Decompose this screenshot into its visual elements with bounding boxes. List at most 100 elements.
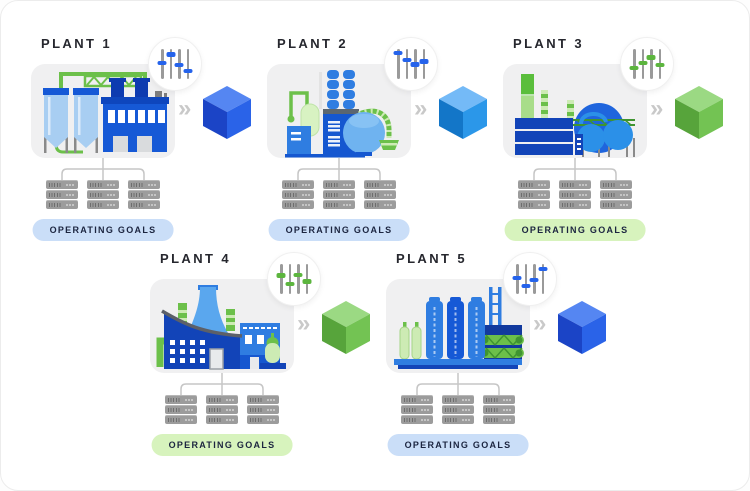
slider-handle [174, 62, 184, 68]
slider-handle [512, 275, 522, 280]
plant-3-title: PLANT 3 [513, 36, 584, 51]
operating-goals-badge: OPERATING GOALS [32, 219, 174, 241]
server-unit [401, 405, 433, 414]
slider-track [638, 49, 648, 79]
operating-sliders-icon [267, 252, 321, 306]
connector-lines [416, 373, 500, 395]
factory-illustration-plant-4 [156, 285, 286, 370]
server-unit [87, 200, 119, 209]
slider-track [629, 49, 639, 79]
server-unit [165, 405, 197, 414]
server-unit [401, 395, 433, 404]
slider-track [410, 49, 420, 79]
plant-group-5: PLANT 5 [386, 251, 610, 456]
server-unit [323, 180, 355, 189]
server-racks [267, 180, 411, 209]
output-cube [558, 301, 606, 354]
slider-handle [302, 279, 312, 284]
server-unit [206, 415, 238, 424]
server-unit [442, 415, 474, 424]
server-unit [165, 395, 197, 404]
server-rack [600, 180, 632, 209]
slider-track [402, 49, 412, 79]
slider-handle [410, 62, 420, 67]
server-rack [559, 180, 591, 209]
server-rack [364, 180, 396, 209]
output-cube [439, 86, 487, 139]
server-unit [518, 180, 550, 189]
server-unit [323, 190, 355, 199]
plant-3-card [503, 64, 647, 158]
slider-track [419, 49, 429, 79]
slider-track [393, 49, 403, 79]
slider-track [183, 49, 193, 79]
server-unit [128, 180, 160, 189]
server-rack [46, 180, 78, 209]
factory-illustration-plant-3 [515, 74, 635, 157]
operating-goals-badge: OPERATING GOALS [151, 434, 293, 456]
slider-track [174, 49, 184, 79]
plant-group-2: PLANT 2 [267, 36, 491, 241]
operating-goals-badge: OPERATING GOALS [387, 434, 529, 456]
slider-handle [402, 57, 412, 62]
server-unit [600, 200, 632, 209]
server-unit [206, 405, 238, 414]
server-unit [247, 415, 279, 424]
server-rack [442, 395, 474, 424]
slider-track [646, 49, 656, 79]
operating-goals-badge: OPERATING GOALS [504, 219, 646, 241]
slider-handle [538, 266, 548, 272]
server-rack [282, 180, 314, 209]
server-unit [600, 180, 632, 189]
factory-illustration-plant-1 [43, 72, 169, 154]
server-racks [150, 395, 294, 424]
connector-lines [533, 158, 617, 180]
server-rack [165, 395, 197, 424]
output-cube [203, 86, 251, 139]
slider-track [655, 49, 665, 79]
slider-handle [276, 273, 286, 278]
server-unit [165, 415, 197, 424]
server-unit [483, 405, 515, 414]
server-unit [247, 395, 279, 404]
slider-handle [183, 68, 193, 74]
server-unit [559, 200, 591, 209]
chevron-right-icon: » [533, 310, 547, 337]
operating-sliders-icon [620, 37, 674, 91]
server-unit [282, 180, 314, 189]
server-unit [483, 395, 515, 404]
slider-track [276, 264, 286, 294]
connector-lines [297, 158, 381, 180]
chevron-right-icon: » [178, 95, 192, 122]
server-unit [128, 190, 160, 199]
slider-track [285, 264, 295, 294]
slider-track [512, 264, 522, 294]
factory-illustration-plant-5 [394, 287, 524, 369]
server-racks [31, 180, 175, 209]
server-unit [364, 190, 396, 199]
server-rack [483, 395, 515, 424]
server-racks [386, 395, 530, 424]
server-unit [323, 200, 355, 209]
plant-4-title: PLANT 4 [160, 251, 231, 266]
plant-2-card [267, 64, 411, 158]
server-unit [46, 180, 78, 189]
connector-lines [61, 158, 145, 180]
server-unit [282, 190, 314, 199]
plant-group-4: PLANT 4 [150, 251, 374, 456]
server-unit [206, 395, 238, 404]
plant-5-card [386, 279, 530, 373]
slider-handle [166, 52, 176, 57]
slider-track [538, 264, 548, 294]
server-unit [46, 200, 78, 209]
slider-handle [393, 50, 403, 56]
slider-handle [529, 277, 539, 283]
chevron-right-icon: » [650, 95, 664, 122]
operating-sliders-icon [384, 37, 438, 91]
plant-1-title: PLANT 1 [41, 36, 112, 51]
operating-sliders-icon [148, 37, 202, 91]
slider-handle [285, 281, 295, 287]
output-cube [322, 301, 370, 354]
server-unit [442, 395, 474, 404]
